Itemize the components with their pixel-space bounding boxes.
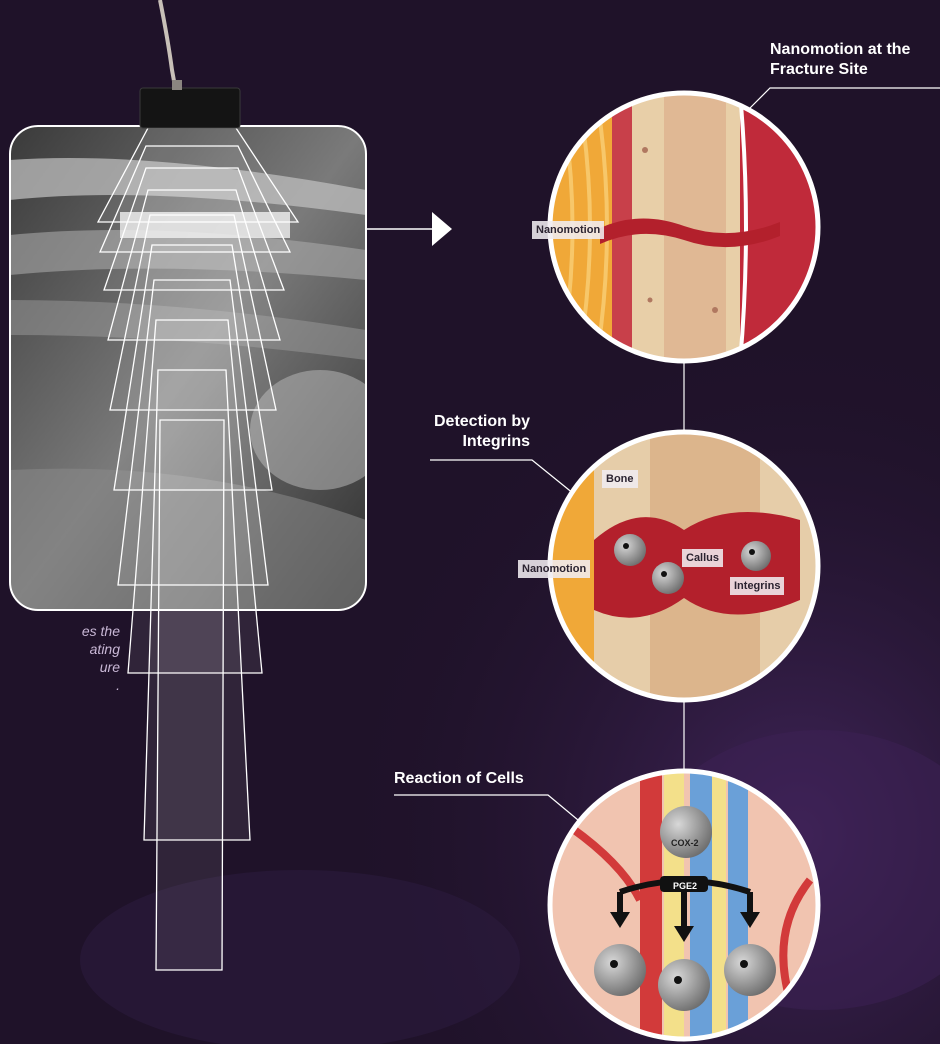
heading-detection-integrins: Detection by Integrins [380,412,530,452]
heading-line: Detection by [380,412,530,432]
label-integrins: Integrins [730,577,784,595]
caption-line: ating [0,640,120,658]
label-bone: Bone [602,470,638,488]
heading-line: Fracture Site [770,60,940,80]
heading-reaction-of-cells: Reaction of Cells [394,769,564,789]
label-nanomotion-top: Nanomotion [532,221,604,239]
label-callus: Callus [682,549,723,567]
heading-line: Integrins [380,432,530,452]
label-pge2: PGE2 [673,881,697,891]
caption-line: ure [0,658,120,676]
heading-nanomotion-fracture-site: Nanomotion at the Fracture Site [770,40,940,80]
label-cox2: COX-2 [671,838,699,848]
caption-line: . [0,676,120,694]
label-nanomotion-mid: Nanomotion [518,560,590,578]
transducer-device [140,88,240,128]
heading-line: Nanomotion at the [770,40,940,60]
caption-text: es the ating ure . [0,622,120,694]
caption-line: es the [0,622,120,640]
